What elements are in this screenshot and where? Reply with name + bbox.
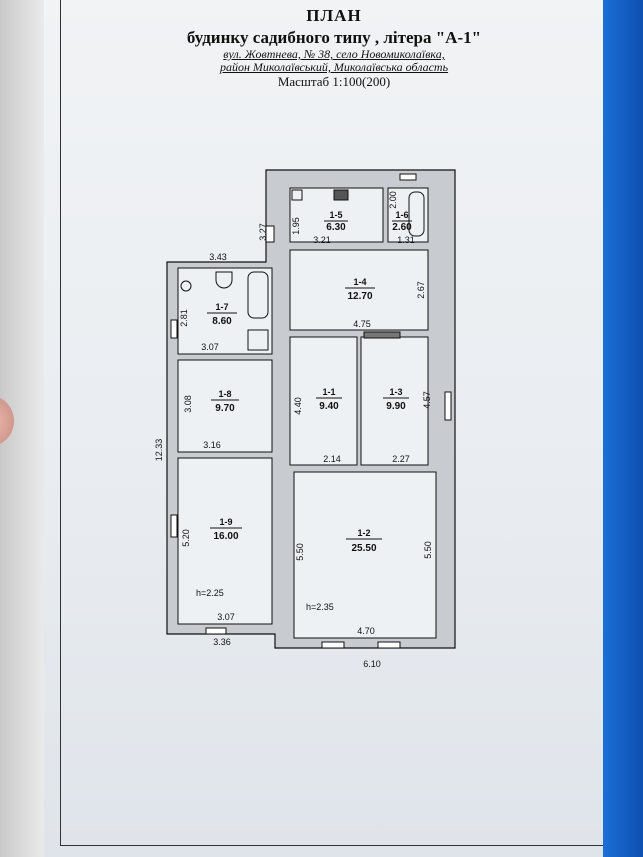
plan-subtitle: будинку садибного типу , літера "А-1" xyxy=(186,28,482,47)
bathtub xyxy=(247,271,269,319)
window xyxy=(170,514,178,538)
room-area-1-3: 9.90 xyxy=(386,401,406,412)
plan-header: ПЛАН будинку садибного типу , літера "А-… xyxy=(60,6,608,90)
dimension-label: 3.27 xyxy=(258,223,268,241)
dimension-label: 12.33 xyxy=(154,439,164,462)
blue-folder-edge xyxy=(603,0,643,857)
dimension-label: 4.40 xyxy=(293,397,303,415)
room-id-1-7: 1-7 xyxy=(215,302,228,312)
address-line-1: вул. Жовтнева, № 38, село Новомиколаївка… xyxy=(223,47,445,61)
window xyxy=(170,319,178,339)
room-1-4-floor xyxy=(289,249,429,331)
room-id-1-9: 1-9 xyxy=(219,517,232,527)
stove xyxy=(333,189,349,201)
dimension-label: 3.07 xyxy=(217,612,235,622)
room-1-1-floor xyxy=(289,336,358,466)
room-1-3-floor xyxy=(360,336,429,466)
window xyxy=(321,641,345,649)
room-1-7-floor xyxy=(177,267,273,355)
dimension-label: 1.31 xyxy=(397,235,415,245)
room-id-1-4: 1-4 xyxy=(353,277,366,287)
dimension-label: 2.14 xyxy=(323,454,341,464)
dimension-label: 4.57 xyxy=(422,391,432,409)
dimension-label: 5.20 xyxy=(181,529,191,547)
window xyxy=(205,627,227,635)
room-id-1-5: 1-5 xyxy=(329,210,342,220)
window xyxy=(444,391,452,421)
room-1-8-floor xyxy=(177,359,273,453)
dimension-label: 3.08 xyxy=(183,395,193,413)
window xyxy=(377,641,401,649)
dimension-label: 5.50 xyxy=(423,541,433,559)
finger xyxy=(0,395,14,447)
bathtub-2 xyxy=(408,191,425,237)
room-id-1-6: 1-6 xyxy=(395,210,408,220)
room-area-1-8: 9.70 xyxy=(215,403,235,414)
dimension-label: 3.07 xyxy=(201,342,219,352)
room-area-1-5: 6.30 xyxy=(326,222,346,233)
heater xyxy=(363,331,401,339)
room-1-2-floor xyxy=(293,471,437,639)
room-area-1-9: 16.00 xyxy=(213,531,238,542)
room-id-1-1: 1-1 xyxy=(322,387,335,397)
room-id-1-3: 1-3 xyxy=(389,387,402,397)
room-1-9-floor xyxy=(177,457,273,625)
dimension-label: 3.36 xyxy=(213,637,231,647)
room-id-1-8: 1-8 xyxy=(218,389,231,399)
room-1-6-floor xyxy=(387,187,429,243)
room-area-1-2: 25.50 xyxy=(351,543,376,554)
plan-title: ПЛАН xyxy=(306,6,362,25)
room-area-1-4: 12.70 xyxy=(347,291,372,302)
scale-label: Масштаб 1:100(200) xyxy=(277,74,391,89)
address-line-2: район Миколаївський, Миколаївська област… xyxy=(219,60,449,74)
room-area-1-6: 2.60 xyxy=(392,222,412,233)
dimension-label: 4.75 xyxy=(353,319,371,329)
room-area-1-1: 9.40 xyxy=(319,401,339,412)
dimension-label: 3.43 xyxy=(209,252,227,262)
dimension-label: 6.10 xyxy=(363,659,381,669)
toilet xyxy=(180,280,192,292)
dimension-label: 4.70 xyxy=(357,626,375,636)
dimension-label: 2.27 xyxy=(392,454,410,464)
room-id-1-2: 1-2 xyxy=(357,528,370,538)
room-area-1-7: 8.60 xyxy=(212,316,232,327)
sink xyxy=(215,271,233,289)
dimension-label: 1.95 xyxy=(291,217,301,235)
window xyxy=(265,225,275,243)
dimension-label: 2.00 xyxy=(388,191,398,209)
kitchen-counter xyxy=(291,189,303,201)
dimension-label: 3.16 xyxy=(203,440,221,450)
dimension-label: 5.50 xyxy=(295,543,305,561)
dimension-label: 2.67 xyxy=(416,281,426,299)
dimension-label: 3.21 xyxy=(313,235,331,245)
window xyxy=(399,173,417,181)
height-label: h=2.25 xyxy=(196,588,224,598)
dimension-label: 2.81 xyxy=(179,309,189,327)
water-heater xyxy=(247,329,269,351)
height-label: h=2.35 xyxy=(306,602,334,612)
